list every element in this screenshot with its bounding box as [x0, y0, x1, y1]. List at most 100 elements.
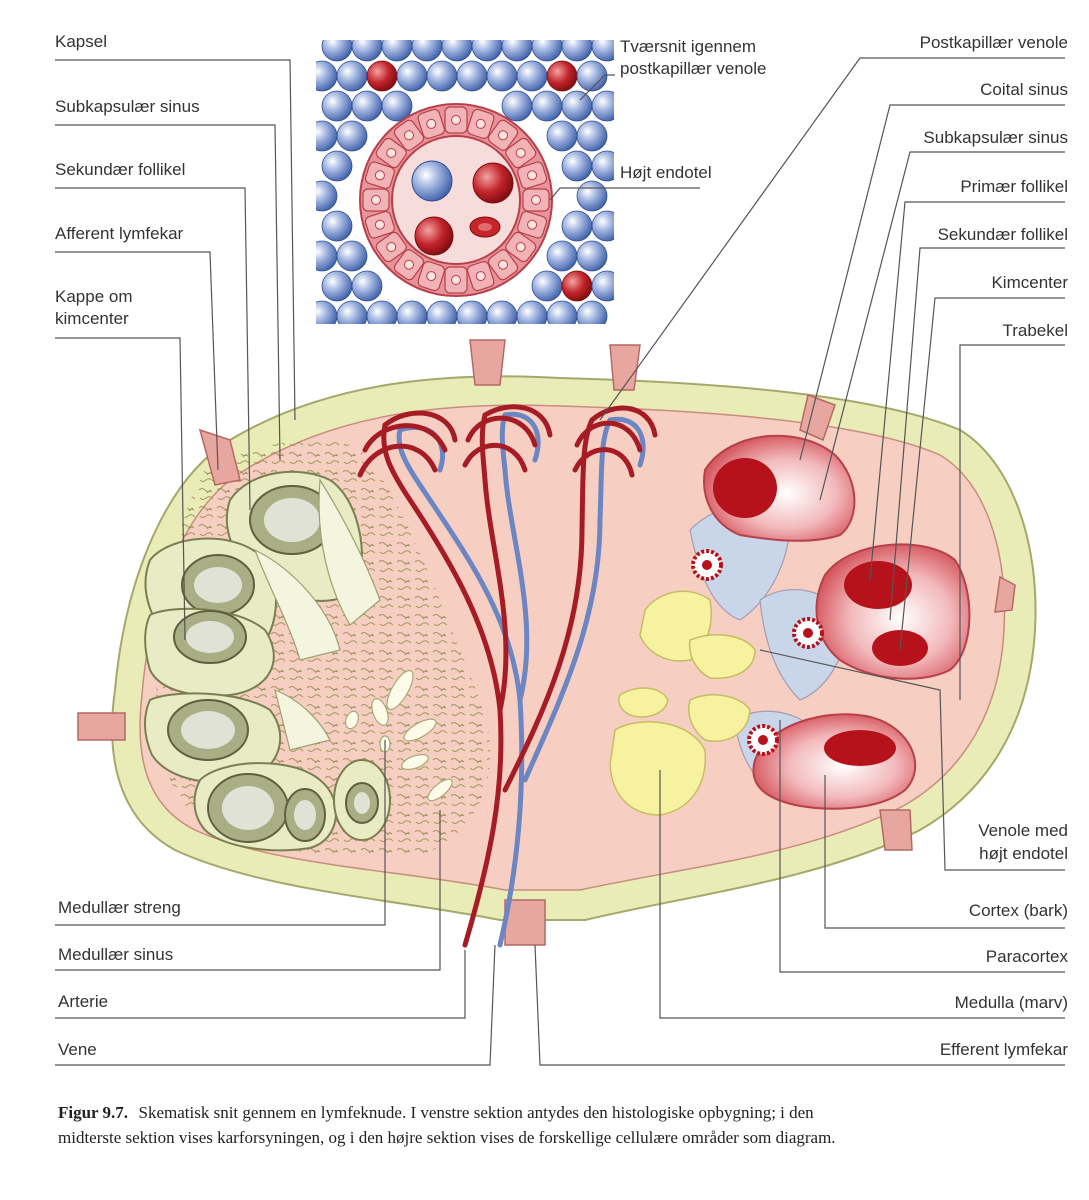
lymphocyte	[591, 40, 614, 62]
label-cortex: Cortex (bark)	[969, 901, 1068, 920]
venule-cross-section-inset	[316, 40, 614, 324]
red-blood-cell	[561, 270, 593, 302]
endothelial-nucleus	[531, 195, 541, 205]
endothelial-nucleus	[515, 242, 526, 253]
lymphocyte	[471, 40, 503, 62]
lymphocyte	[316, 180, 338, 212]
label-medullaer-sinus: Medullær sinus	[58, 945, 173, 964]
endothelial-nucleus	[403, 259, 414, 270]
lymphocyte	[576, 300, 608, 324]
label-medulla: Medulla (marv)	[955, 993, 1068, 1012]
lymphocyte	[546, 120, 578, 152]
label-kappe-line1: Kappe om	[55, 287, 133, 306]
lymphocyte	[426, 300, 458, 324]
lymphocyte	[441, 40, 473, 62]
lymphocyte	[486, 300, 518, 324]
figure-caption: Figur 9.7. Skematisk snit gennem en lymf…	[58, 1103, 836, 1147]
lymphocyte	[396, 60, 428, 92]
lymphocyte	[516, 60, 548, 92]
label-sekundaer-follikel-right: Sekundær follikel	[938, 225, 1068, 244]
endothelial-nucleus	[475, 118, 486, 129]
lymphocyte	[351, 270, 383, 302]
lymphocyte	[321, 270, 353, 302]
label-kappe-line2: kimcenter	[55, 309, 129, 328]
label-coital-sinus: Coital sinus	[980, 80, 1068, 99]
lymphocyte	[561, 210, 593, 242]
lymphocyte	[561, 40, 593, 62]
lymphocyte	[576, 120, 608, 152]
lymphocyte	[591, 210, 614, 242]
red-blood-cell	[366, 60, 398, 92]
lymphocyte	[396, 300, 428, 324]
lymphocyte	[351, 90, 383, 122]
label-kapsel: Kapsel	[55, 32, 107, 51]
label-hojt-endotel: Højt endotel	[620, 163, 712, 182]
follicle-6	[333, 759, 391, 841]
label-postkapillaer-venole: Postkapillær venole	[920, 33, 1068, 52]
lymphocyte	[576, 60, 608, 92]
lymphocyte	[381, 90, 413, 122]
red-blood-cell	[546, 60, 578, 92]
lymphocyte	[456, 300, 488, 324]
endothelial-nucleus	[515, 147, 526, 158]
endothelial-nucleus	[426, 271, 437, 282]
caption-text-line1: Skematisk snit gennem en lymfeknude. I v…	[139, 1103, 815, 1122]
endothelial-nucleus	[498, 259, 509, 270]
label-afferent-lymfekar: Afferent lymfekar	[55, 224, 184, 243]
follicle-4	[144, 692, 282, 784]
veins	[396, 411, 646, 948]
label-subkapsular-sinus-right: Subkapsulær sinus	[923, 128, 1068, 147]
right-cellular-regions	[609, 434, 971, 816]
right-follicle-middle	[815, 543, 971, 680]
label-venole-line1: Venole med	[978, 821, 1068, 840]
lymphocyte	[411, 40, 443, 62]
label-efferent-lymfekar: Efferent lymfekar	[940, 1040, 1069, 1059]
endothelial-nucleus	[475, 271, 486, 282]
afferent-lymph-vessels	[77, 339, 1016, 946]
medulla-cords	[609, 590, 756, 816]
label-trabekel: Trabekel	[1002, 321, 1068, 340]
lymphocyte	[316, 60, 338, 92]
endothelial-nucleus	[451, 275, 461, 285]
endothelial-nucleus	[527, 170, 538, 181]
lymphocyte	[531, 90, 563, 122]
lymphocyte	[576, 240, 608, 272]
high-endothelial-venules	[691, 549, 824, 756]
lymphocyte	[456, 60, 488, 92]
lymphocyte	[336, 240, 368, 272]
lymphocyte	[381, 40, 413, 62]
endothelial-nucleus	[403, 130, 414, 141]
right-follicle-top	[703, 434, 856, 542]
label-paracortex: Paracortex	[986, 947, 1069, 966]
lymphocyte	[591, 90, 614, 122]
lymphocyte	[321, 210, 353, 242]
lymphocyte	[531, 270, 563, 302]
lymphocyte	[561, 150, 593, 182]
label-medullaer-streng: Medullær streng	[58, 898, 181, 917]
label-tvaersnit-line2: postkapillær venole	[620, 59, 766, 78]
vascular-supply	[357, 404, 658, 948]
lymphocyte	[486, 60, 518, 92]
caption-line1: Figur 9.7. Skematisk snit gennem en lymf…	[58, 1103, 814, 1122]
lymphocyte	[591, 270, 614, 302]
high-endothelium-cells	[362, 106, 550, 294]
venule-wall	[359, 103, 553, 297]
follicle-5	[193, 762, 337, 852]
follicle-3	[144, 607, 275, 697]
lymphocyte	[426, 60, 458, 92]
lymph-node	[77, 339, 1037, 948]
endothelial-nucleus	[386, 242, 397, 253]
label-subkapsular-sinus-left: Subkapsulær sinus	[55, 97, 200, 116]
label-tvaersnit-line1: Tværsnit igennem	[620, 37, 756, 56]
lymphocyte	[316, 300, 338, 324]
labels-right: Postkapillær venole Coital sinus Subkaps…	[920, 33, 1069, 1059]
caption-figure-number: Figur 9.7.	[58, 1103, 128, 1122]
endothelial-nucleus	[426, 118, 437, 129]
labels-left: Kapsel Subkapsulær sinus Sekundær follik…	[55, 32, 200, 1059]
lymphocyte	[321, 90, 353, 122]
endothelial-nucleus	[371, 195, 381, 205]
labels-inset: Tværsnit igennem postkapillær venole Høj…	[620, 37, 766, 182]
endothelial-nucleus	[386, 147, 397, 158]
endothelial-nucleus	[374, 170, 385, 181]
